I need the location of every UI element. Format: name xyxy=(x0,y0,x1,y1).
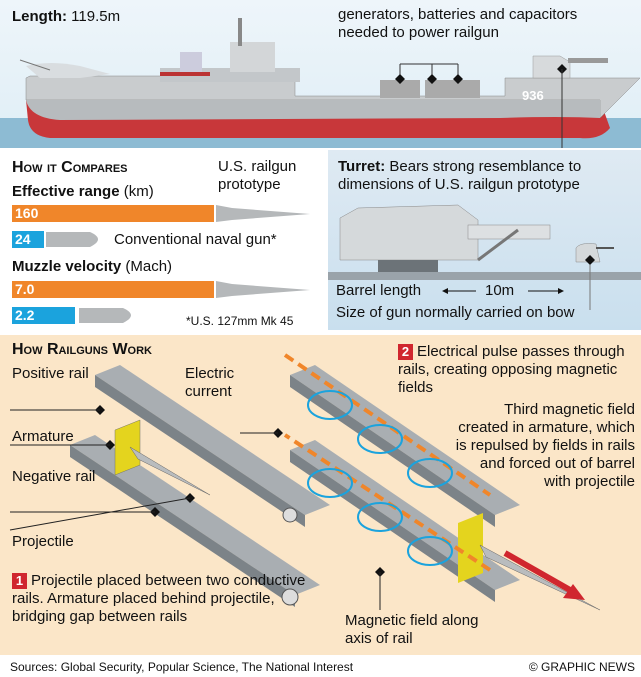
velocity-conventional-value: 2.2 xyxy=(15,307,35,323)
electric-current-label: Electric current xyxy=(185,365,235,400)
range-conventional-value: 24 xyxy=(15,231,31,247)
projectile-icons xyxy=(46,205,310,323)
range-unit: (km) xyxy=(123,183,154,200)
negative-rail-label: Negative rail xyxy=(12,468,96,485)
footnote: *U.S. 127mm Mk 45 xyxy=(186,314,294,328)
velocity-railgun-bar: 7.0 xyxy=(12,281,214,298)
range-title: Effective range xyxy=(12,183,120,200)
turret-illustration xyxy=(328,204,641,310)
range-railgun-bar: 160 xyxy=(12,205,214,222)
comparison-section: How it Compares U.S. railgun prototype E… xyxy=(0,150,325,330)
power-note: generators, batteries and capacitors nee… xyxy=(338,6,578,41)
bow-gun-label: Size of gun normally carried on bow xyxy=(336,304,575,321)
velocity-unit: (Mach) xyxy=(125,258,173,275)
how-railguns-work-section: How Railguns Work Positive rail Armature… xyxy=(0,335,641,655)
velocity-conventional-bar: 2.2 xyxy=(12,307,76,324)
how-title: How Railguns Work xyxy=(12,341,152,358)
barrel-length-label: Barrel length xyxy=(336,282,422,299)
railgun-label: U.S. railgun prototype xyxy=(218,158,297,193)
range-conventional-bar: 24 xyxy=(12,231,44,248)
ship-length: Length: 119.5m xyxy=(12,8,120,26)
step-2-number: 2 xyxy=(398,344,413,360)
compare-title: How it Compares xyxy=(12,159,128,176)
armature-label: Armature xyxy=(12,428,74,445)
hull-number: 936 xyxy=(522,88,544,103)
magnetic-field-label: Magnetic field along axis of rail xyxy=(345,612,479,647)
credit: © GRAPHIC NEWS xyxy=(528,660,635,674)
step-1-text: Projectile placed between two conductive… xyxy=(12,572,306,625)
footer: Sources: Global Security, Popular Scienc… xyxy=(0,655,641,677)
length-label: Length: xyxy=(12,8,67,25)
range-railgun-value: 160 xyxy=(15,205,39,221)
turret-text: Bears strong resemblance to dimensions o… xyxy=(338,158,582,193)
step-1-number: 1 xyxy=(12,573,27,589)
conventional-label: Conventional naval gun* xyxy=(114,231,277,248)
third-field-text: Third magnetic field created in armature… xyxy=(455,401,635,490)
turret-section: Turret: Bears strong resemblance to dime… xyxy=(328,150,641,330)
length-value: 119.5m xyxy=(71,8,121,25)
positive-rail-label: Positive rail xyxy=(12,365,89,382)
step-2-text: Electrical pulse passes through rails, c… xyxy=(398,343,625,396)
ship-illustration xyxy=(0,18,641,148)
railgun-diagram xyxy=(9,353,601,611)
turret-title: Turret: xyxy=(338,158,386,175)
sources: Sources: Global Security, Popular Scienc… xyxy=(10,660,354,674)
projectile-label: Projectile xyxy=(12,533,74,550)
ship-section: Length: 119.5m generators, batteries and… xyxy=(0,0,641,148)
barrel-length-value: 10m xyxy=(485,282,515,299)
velocity-railgun-value: 7.0 xyxy=(15,281,35,297)
velocity-title: Muzzle velocity xyxy=(12,258,122,275)
